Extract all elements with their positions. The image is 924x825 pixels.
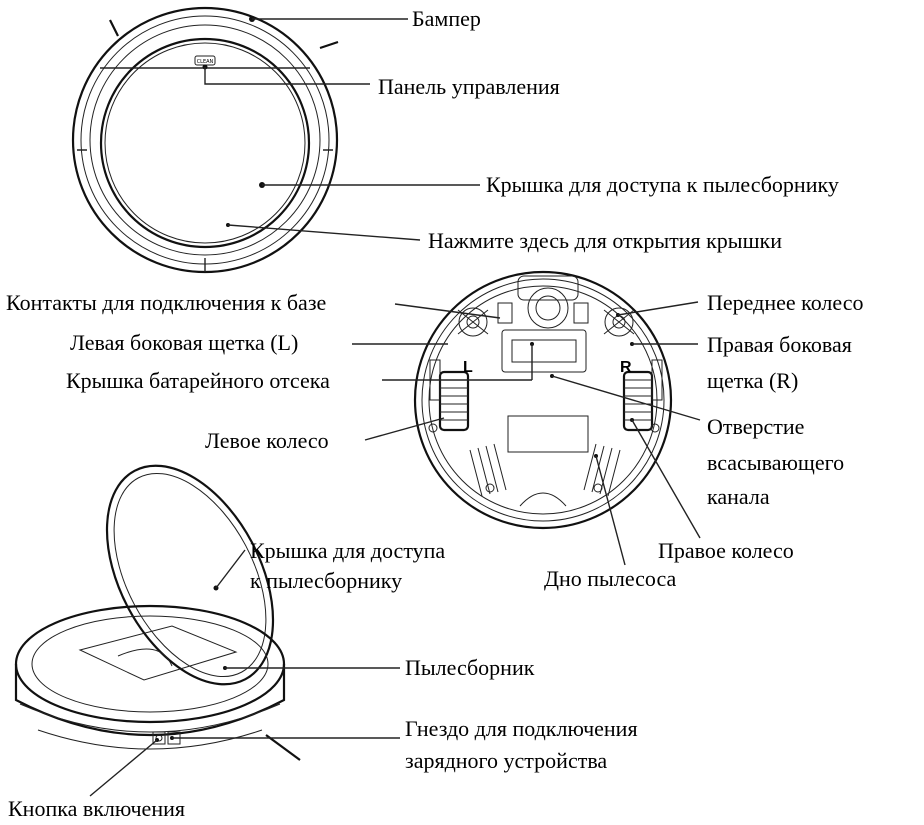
label-battery-cover: Крышка батарейного отсека bbox=[66, 368, 330, 394]
top-view-leader-lines bbox=[203, 16, 481, 240]
label-left-wheel: Левое колесо bbox=[205, 428, 329, 454]
label-dust-cover-side-line1: Крышка для доступа bbox=[250, 538, 445, 564]
label-suction-line1: Отверстие bbox=[707, 414, 804, 440]
control-panel-button: CLEAN bbox=[197, 59, 214, 65]
bottom-view-leader-lines bbox=[352, 302, 700, 565]
label-bumper: Бампер bbox=[412, 6, 481, 32]
label-charger-socket-line2: зарядного устройства bbox=[405, 748, 607, 774]
label-charger-socket-line1: Гнездо для подключения bbox=[405, 716, 638, 742]
label-right-brush-line1: Правая боковая bbox=[707, 332, 852, 358]
label-dust-cover-top: Крышка для доступа к пылесборнику bbox=[486, 172, 839, 198]
label-front-wheel: Переднее колесо bbox=[707, 290, 863, 316]
label-charge-contacts: Контакты для подключения к базе bbox=[6, 290, 326, 316]
label-control-panel: Панель управления bbox=[378, 74, 560, 100]
label-press-here: Нажмите здесь для открытия крышки bbox=[428, 228, 782, 254]
label-suction-line3: канала bbox=[707, 484, 770, 510]
label-right-brush-line2: щетка (R) bbox=[707, 368, 798, 394]
label-left-brush: Левая боковая щетка (L) bbox=[70, 330, 298, 356]
svg-text:R: R bbox=[620, 359, 632, 376]
label-power-button: Кнопка включения bbox=[8, 796, 185, 822]
top-view-robot bbox=[73, 8, 338, 272]
svg-text:L: L bbox=[463, 359, 473, 376]
label-right-wheel: Правое колесо bbox=[658, 538, 794, 564]
label-dust-cover-side-line2: к пылесборнику bbox=[250, 568, 402, 594]
label-dustbin: Пылесборник bbox=[405, 655, 534, 681]
label-suction-line2: всасывающего bbox=[707, 450, 844, 476]
label-bottom: Дно пылесоса bbox=[544, 566, 676, 592]
side-view-robot bbox=[16, 438, 307, 760]
svg-text:CLEAN: CLEAN bbox=[197, 59, 214, 65]
